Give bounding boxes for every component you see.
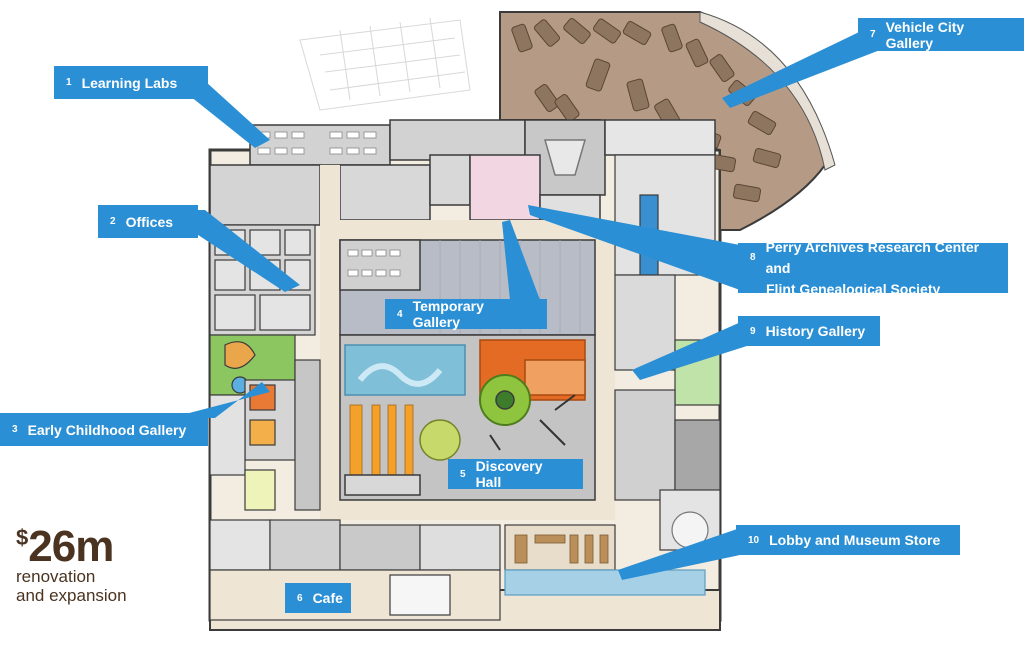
- callout-label: Temporary Gallery: [412, 298, 484, 330]
- callout-number: 5: [460, 468, 466, 480]
- callout-pointers: [160, 22, 880, 580]
- callout-number: 7: [870, 29, 876, 40]
- cost-line1: renovation: [16, 567, 96, 586]
- callout-number: 6: [297, 592, 303, 604]
- callout-lobby-museum-store: 10 Lobby and Museum Store: [736, 525, 960, 555]
- callout-cafe: 6 Cafe: [285, 583, 351, 613]
- exterior-hardscape: [299, 17, 471, 111]
- callout-label: Early Childhood Gallery: [27, 421, 187, 438]
- south-rooms: [209, 519, 501, 621]
- temporary-gallery-area: [339, 239, 596, 336]
- callout-label: Vehicle City Gallery: [885, 18, 965, 51]
- callout-label: Lobby and Museum Store: [769, 532, 941, 548]
- callout-offices: 2 Offices: [98, 205, 198, 238]
- callout-number: 9: [750, 325, 756, 337]
- callout-number: 4: [397, 308, 403, 320]
- callout-discovery-hall: 5 Discovery Hall: [448, 458, 583, 490]
- lobby-area: [504, 524, 706, 596]
- callout-history-gallery: 9 History Gallery: [738, 316, 880, 346]
- callout-number: 8: [750, 252, 756, 263]
- callout-learning-labs: 1 Learning Labs: [54, 66, 208, 99]
- cost-amount: $26m: [16, 518, 127, 569]
- corridors: [320, 165, 615, 520]
- north-rooms: [209, 119, 716, 226]
- callout-label-line1: Perry Archives Research Center and: [765, 238, 980, 276]
- cost-line2: and expansion: [16, 586, 127, 605]
- callout-label-line2: Flint Genealogical Society: [766, 280, 941, 297]
- callout-number: 3: [12, 424, 18, 435]
- callout-label: Discovery Hall: [475, 458, 543, 490]
- callout-label: Cafe: [312, 590, 343, 606]
- cost-currency: $: [16, 525, 28, 550]
- callout-number: 10: [748, 534, 760, 546]
- callout-number: 1: [66, 77, 72, 88]
- callout-vehicle-city-gallery: 7 Vehicle City Gallery: [858, 18, 1024, 51]
- cost-value: 26m: [28, 522, 114, 571]
- callout-number: 2: [110, 216, 116, 227]
- early-childhood-area: [209, 334, 321, 511]
- callout-label: Learning Labs: [81, 74, 178, 91]
- cost-summary: $26m renovation and expansion: [16, 518, 127, 606]
- callout-temporary-gallery: 4 Temporary Gallery: [385, 298, 547, 330]
- callout-label: Offices: [125, 213, 174, 230]
- callout-perry-archives: 8 Perry Archives Research Center and Fli…: [738, 239, 1008, 297]
- callout-early-childhood-gallery: 3 Early Childhood Gallery: [0, 413, 208, 446]
- callout-label: History Gallery: [765, 323, 866, 339]
